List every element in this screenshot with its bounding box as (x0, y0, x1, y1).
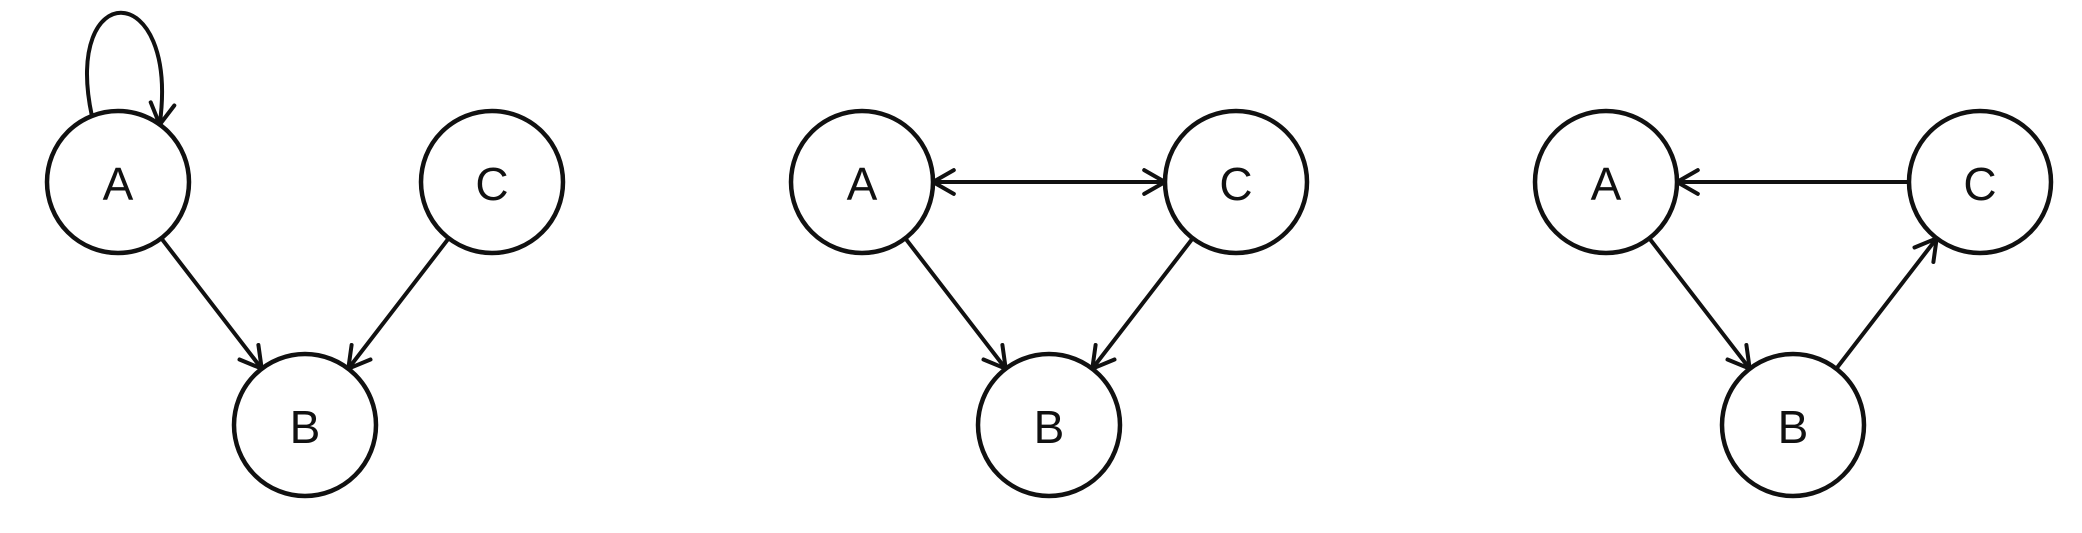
node-label: B (290, 401, 321, 453)
node-label: C (1219, 158, 1252, 210)
node-a: A (1532, 108, 1680, 256)
node-label: B (1034, 401, 1065, 453)
edge-a-b (903, 236, 1008, 371)
graph-diagram-1: A B C (44, 10, 566, 499)
edge-line (159, 236, 264, 371)
edge-line (1647, 236, 1752, 371)
edge-line (903, 236, 1008, 371)
graph-diagram-2: A B C (788, 108, 1310, 499)
node-circle (231, 351, 379, 499)
node-label: A (103, 158, 134, 210)
node-label: A (1591, 158, 1622, 210)
node-circle (1906, 108, 2054, 256)
node-a: A (44, 108, 192, 256)
edge-a-c (931, 168, 1167, 196)
node-circle (44, 108, 192, 256)
graph-diagram-3: A B C (1532, 108, 2054, 499)
node-label: A (847, 158, 878, 210)
edge-b-c (1834, 236, 1939, 371)
node-circle (1162, 108, 1310, 256)
node-b: B (231, 351, 379, 499)
node-circle (788, 108, 936, 256)
node-circle (1719, 351, 1867, 499)
edge-a-a (85, 10, 177, 127)
edge-c-a (1675, 168, 1911, 196)
edge-line (1834, 236, 1939, 371)
node-label: C (1963, 158, 1996, 210)
node-label: B (1778, 401, 1809, 453)
node-a: A (788, 108, 936, 256)
edge-a-b (159, 236, 264, 371)
node-b: B (975, 351, 1123, 499)
node-label: C (475, 158, 508, 210)
edge-c-b (346, 236, 451, 371)
edge-a-b (1647, 236, 1752, 371)
edge-line (346, 236, 451, 371)
node-c: C (1906, 108, 2054, 256)
node-b: B (1719, 351, 1867, 499)
node-circle (975, 351, 1123, 499)
edge-c-b (1090, 236, 1195, 371)
edge-line (1090, 236, 1195, 371)
node-circle (1532, 108, 1680, 256)
node-c: C (418, 108, 566, 256)
node-c: C (1162, 108, 1310, 256)
node-circle (418, 108, 566, 256)
self-loop-line (85, 10, 164, 127)
